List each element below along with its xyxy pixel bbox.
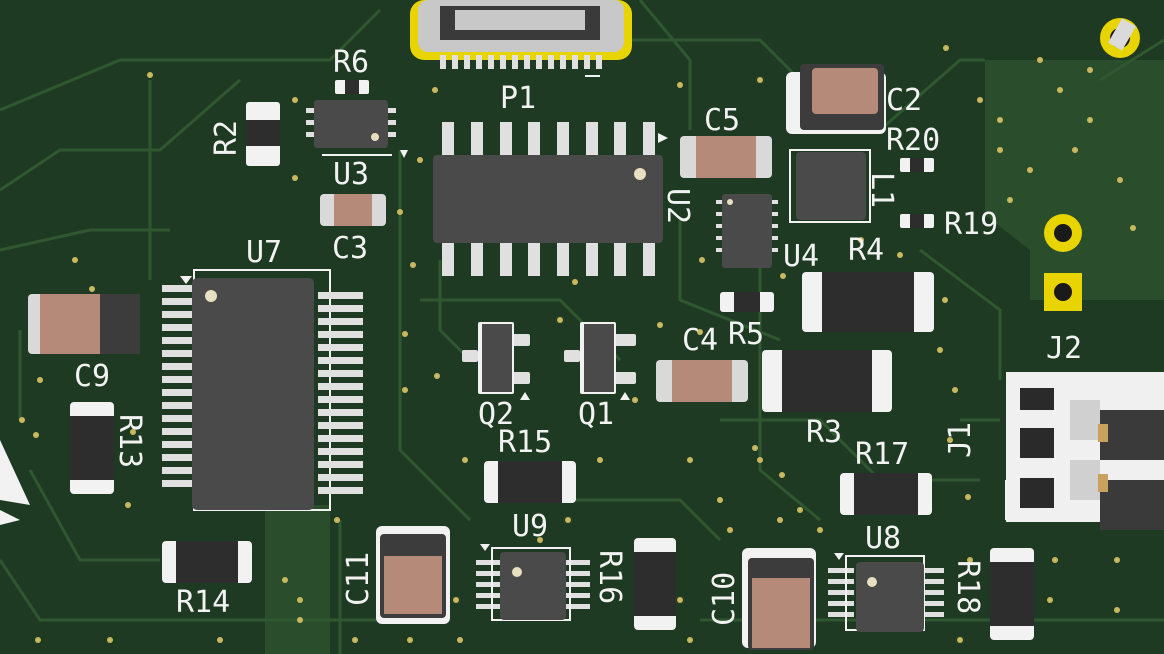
logo-fragment — [0, 440, 30, 525]
label-r19: R19 — [944, 207, 998, 242]
resistor-r20 — [900, 158, 934, 172]
vias — [19, 45, 1136, 643]
label-r4: R4 — [848, 233, 884, 268]
capacitor-c9 — [28, 294, 140, 354]
resistor-r5 — [720, 292, 774, 312]
label-u7: U7 — [246, 235, 282, 270]
resistor-r3 — [762, 350, 892, 412]
j2-pad-round — [1044, 214, 1082, 252]
chip-u3 — [306, 100, 408, 158]
chip-u2 — [433, 122, 668, 276]
label-r3: R3 — [806, 415, 842, 450]
label-r17: R17 — [855, 437, 909, 472]
usb-c-connector-p1 — [410, 0, 632, 77]
capacitor-c5 — [680, 136, 772, 178]
label-u8: U8 — [865, 521, 901, 556]
capacitor-c10 — [742, 548, 816, 650]
label-c4: C4 — [682, 323, 718, 358]
connector-j1 — [1005, 372, 1164, 530]
chip-u7 — [162, 269, 363, 511]
label-p1: P1 — [500, 81, 536, 116]
label-c3: C3 — [332, 231, 368, 266]
label-c2: C2 — [886, 83, 922, 118]
label-r15: R15 — [498, 425, 552, 460]
chip-u9 — [476, 544, 590, 621]
resistor-r18 — [990, 548, 1034, 640]
capacitor-c4 — [656, 360, 748, 402]
chip-u4 — [716, 194, 778, 268]
label-r6: R6 — [333, 45, 369, 80]
capacitor-c2 — [786, 64, 886, 134]
copper-zone — [985, 60, 1164, 300]
resistor-r19 — [900, 214, 934, 228]
transistor-q1 — [564, 322, 636, 400]
capacitor-c3 — [320, 194, 386, 226]
label-q1: Q1 — [578, 397, 614, 432]
label-r14: R14 — [176, 585, 230, 620]
resistor-r4 — [802, 272, 934, 332]
resistor-r6 — [335, 80, 369, 94]
label-r5: R5 — [728, 317, 764, 352]
label-q2: Q2 — [478, 397, 514, 432]
label-r18: R18 — [950, 560, 985, 614]
label-c9: C9 — [74, 359, 110, 394]
label-c11: C11 — [341, 552, 376, 606]
capacitor-c11 — [376, 526, 450, 624]
j2-pad-square — [1044, 273, 1082, 311]
label-r16: R16 — [592, 550, 627, 604]
resistor-r13 — [70, 402, 114, 494]
label-j1: J1 — [943, 422, 978, 458]
inductor-l1 — [789, 149, 871, 223]
label-c10: C10 — [707, 572, 742, 626]
label-u2: U2 — [660, 188, 695, 224]
label-c5: C5 — [704, 103, 740, 138]
resistor-r15 — [484, 461, 576, 503]
label-u4: U4 — [783, 239, 819, 274]
resistor-r17 — [840, 473, 932, 515]
resistor-r16 — [634, 538, 676, 630]
label-r20: R20 — [886, 123, 940, 158]
copper-zone — [265, 505, 330, 654]
label-u9: U9 — [512, 509, 548, 544]
label-r13: R13 — [112, 414, 147, 468]
label-l1: L1 — [864, 172, 899, 208]
test-point — [1100, 18, 1140, 58]
resistor-r2 — [246, 102, 280, 166]
label-r2: R2 — [209, 120, 244, 156]
chip-u8 — [828, 553, 944, 632]
label-u3: U3 — [333, 157, 369, 192]
resistor-r14 — [162, 541, 252, 583]
label-j2: J2 — [1046, 331, 1082, 366]
transistor-q2 — [462, 322, 530, 400]
